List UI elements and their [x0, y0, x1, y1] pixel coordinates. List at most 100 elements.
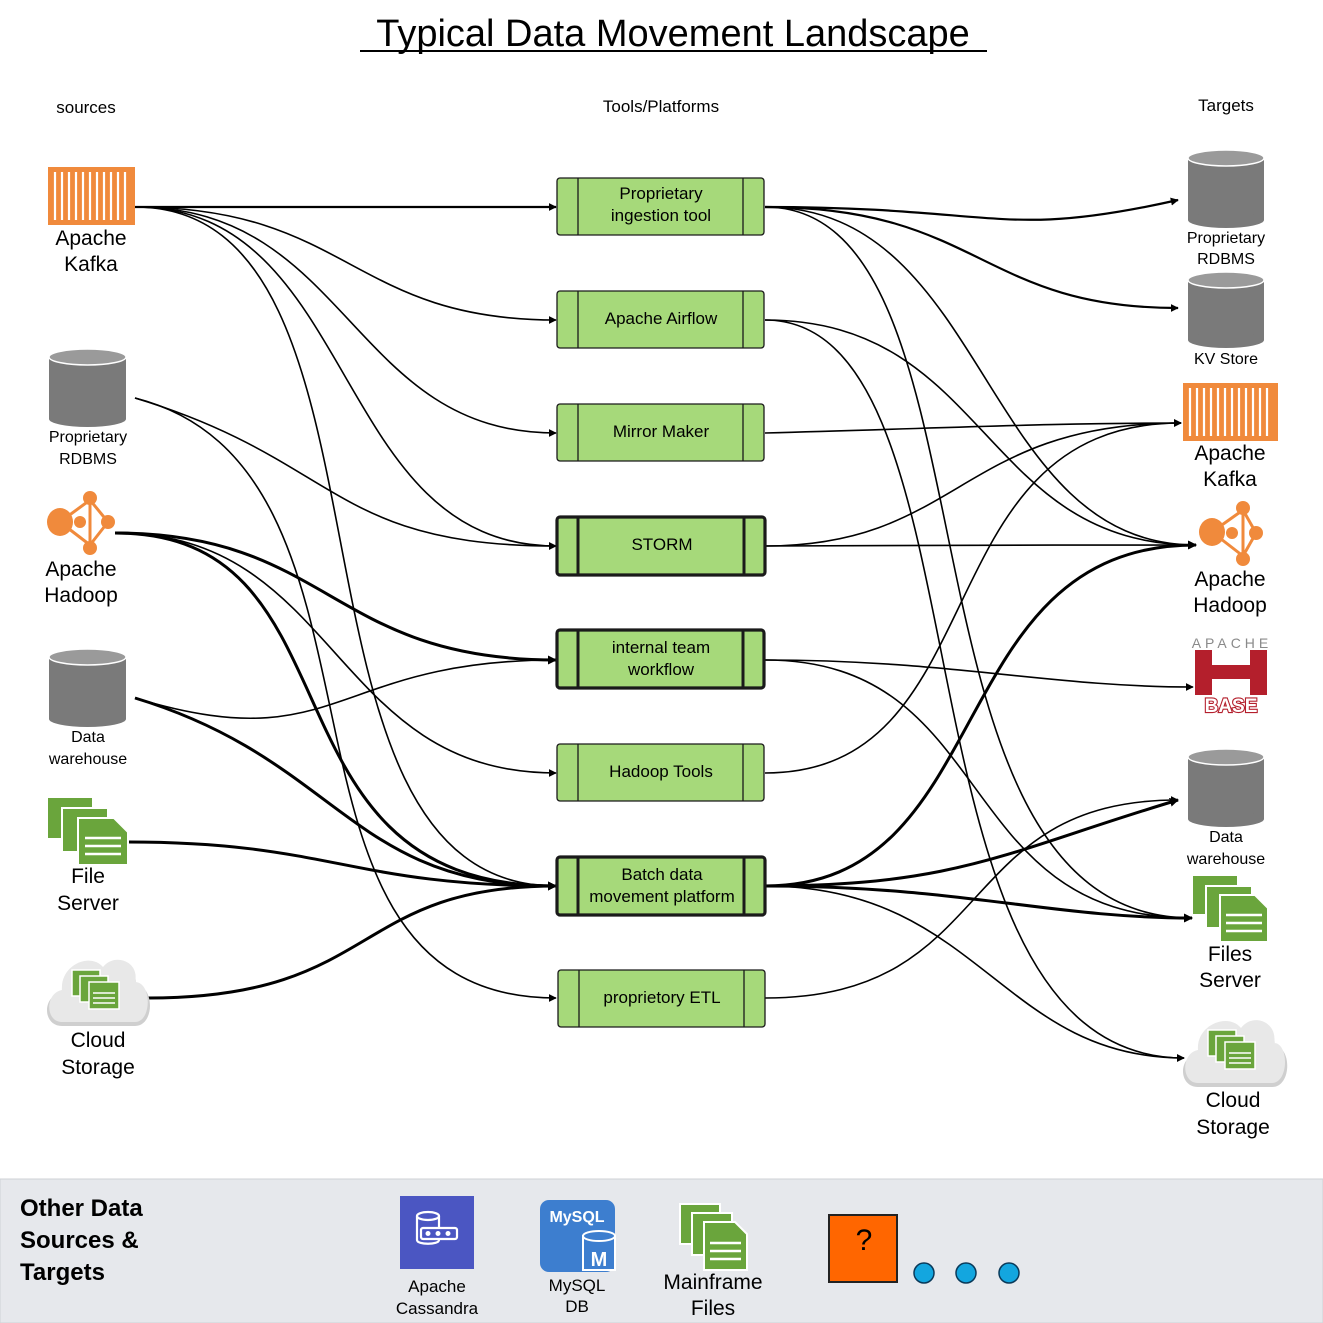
tool-mirror: Mirror Maker: [556, 403, 765, 462]
edge-batch-to-cloud: [764, 885, 1185, 1062]
file-stack-icon: [46, 796, 129, 866]
target-dw-label-1: Data: [1209, 829, 1243, 846]
targets-heading: Targets: [1198, 96, 1254, 115]
kafka-icon: [48, 167, 135, 225]
tool-internal: internal team workflow: [555, 628, 766, 690]
cassandra-icon: [400, 1196, 474, 1269]
edge-kafka-to-mirror: [134, 206, 557, 437]
hbase-logo-icon: [1195, 650, 1267, 695]
target-rdbms-label-2: RDBMS: [1197, 251, 1255, 268]
source-fileserver: File Server: [46, 796, 129, 915]
edge-rdbms-to-etl: [134, 397, 557, 1002]
file-stack-icon: [1191, 874, 1269, 943]
tools-heading: Tools/Platforms: [603, 97, 719, 116]
edge-batch-to-dw: [764, 797, 1179, 888]
tool-ingestion-label-2: ingestion tool: [611, 206, 711, 225]
target-rdbms: Proprietary RDBMS: [1187, 149, 1265, 268]
edge-ingestion-to-rdbms: [764, 197, 1179, 221]
sources-heading: sources: [56, 98, 116, 117]
source-cloud: Cloud Storage: [47, 959, 150, 1079]
hadoop-icon: [47, 491, 115, 555]
page-title: Typical Data Movement Landscape: [376, 13, 970, 55]
mysql-label-1: MySQL: [549, 1276, 606, 1295]
edge-cloud-to-batch: [147, 881, 557, 1000]
database-icon: [48, 648, 127, 727]
source-cloud-label-2: Storage: [61, 1056, 135, 1079]
tool-batch-label-1: Batch data: [621, 865, 703, 884]
file-stack-icon: [679, 1203, 748, 1271]
footer-heading-3: Targets: [20, 1259, 105, 1286]
mainframe-label-1: Mainframe: [663, 1271, 762, 1294]
database-icon: [1187, 271, 1265, 348]
tool-etl-label: proprietory ETL: [603, 988, 720, 1007]
target-files-label-1: Files: [1208, 943, 1252, 966]
tool-airflow: Apache Airflow: [556, 290, 765, 349]
cassandra-label-2: Cassandra: [396, 1299, 479, 1318]
hbase-logo-top: APACHE: [1192, 635, 1273, 651]
source-cloud-label-1: Cloud: [71, 1029, 126, 1052]
target-cloud: Cloud Storage: [1183, 1020, 1288, 1139]
edge-ingestion-to-files: [764, 206, 1193, 922]
target-hadoop-label-2: Hadoop: [1193, 594, 1267, 617]
mysql-icon: MySQL M: [540, 1200, 616, 1272]
mysql-logo-text: MySQL: [549, 1209, 604, 1226]
unknown-symbol: ?: [856, 1224, 873, 1257]
source-fileserver-label-1: File: [71, 865, 105, 888]
target-kv-label: KV Store: [1194, 351, 1258, 368]
source-kafka-label-1: Apache: [55, 227, 126, 250]
target-cloud-label-2: Storage: [1196, 1116, 1270, 1139]
footer-heading-2: Sources &: [20, 1227, 139, 1254]
cloud-storage-icon: [1183, 1020, 1288, 1087]
ellipsis-dots-icon: [913, 1262, 1020, 1284]
tool-mirror-label: Mirror Maker: [613, 422, 710, 441]
edge-dw-to-internal: [134, 656, 557, 720]
tool-airflow-label: Apache Airflow: [605, 309, 718, 328]
target-rdbms-label-1: Proprietary: [1187, 230, 1265, 247]
target-kv: KV Store: [1187, 271, 1265, 368]
footer-heading-1: Other Data: [20, 1195, 143, 1222]
tool-hadooptools: Hadoop Tools: [556, 743, 765, 802]
edge-storm-to-kafka: [764, 419, 1182, 547]
source-fileserver-label-2: Server: [57, 892, 119, 915]
tool-internal-label-1: internal team: [612, 638, 710, 657]
edge-ingestion-to-kv: [764, 205, 1179, 312]
hbase-logo-bottom: BASE: [1205, 696, 1258, 717]
edge-fileserver-to-batch: [127, 840, 557, 891]
connection-lines: [114, 197, 1197, 1062]
question-mark-icon: ?: [828, 1214, 898, 1283]
footer-panel: Other Data Sources & Targets Apache Cass…: [0, 1178, 1323, 1323]
tool-hadooptools-label: Hadoop Tools: [609, 762, 713, 781]
edge-airflow-to-cloud: [764, 319, 1185, 1062]
edge-ingestion-to-hadoop: [764, 206, 1197, 549]
tool-storm-label: STORM: [631, 535, 692, 554]
edge-airflow-to-hadoop: [764, 319, 1197, 549]
source-rdbms-label-2: RDBMS: [59, 451, 117, 468]
tool-batch-label-2: movement platform: [589, 887, 735, 906]
source-hadoop: Apache Hadoop: [44, 491, 118, 607]
mainframe-label-2: Files: [691, 1297, 735, 1320]
target-kafka: Apache Kafka: [1183, 383, 1278, 491]
database-icon: [48, 348, 127, 427]
target-files-label-2: Server: [1199, 969, 1261, 992]
source-hadoop-label-2: Hadoop: [44, 584, 118, 607]
target-hadoop: Apache Hadoop: [1193, 501, 1267, 617]
target-dw-label-2: warehouse: [1186, 851, 1265, 868]
edge-dw-to-batch: [134, 696, 557, 891]
target-cloud-label-1: Cloud: [1206, 1089, 1261, 1112]
edge-hadoop-to-hadooptools: [114, 532, 557, 777]
edge-hadoop-to-internal: [114, 531, 557, 665]
hadoop-icon: [1199, 501, 1263, 566]
mysql-badge-text: M: [591, 1249, 608, 1271]
edge-batch-to-hadoop: [764, 540, 1197, 888]
source-dw-label-1: Data: [71, 729, 105, 746]
tool-storm: STORM: [555, 515, 767, 577]
target-kafka-label-2: Kafka: [1203, 468, 1257, 491]
edge-mirror-to-kafka: [764, 419, 1182, 434]
source-rdbms-label-1: Proprietary: [49, 429, 127, 446]
cassandra-label-1: Apache: [408, 1277, 466, 1296]
source-kafka: Apache Kafka: [48, 167, 135, 276]
edge-kafka-to-storm: [134, 206, 557, 550]
tool-batch: Batch data movement platform: [555, 855, 767, 917]
edge-rdbms-to-storm: [134, 397, 557, 550]
database-icon: [1187, 748, 1265, 827]
